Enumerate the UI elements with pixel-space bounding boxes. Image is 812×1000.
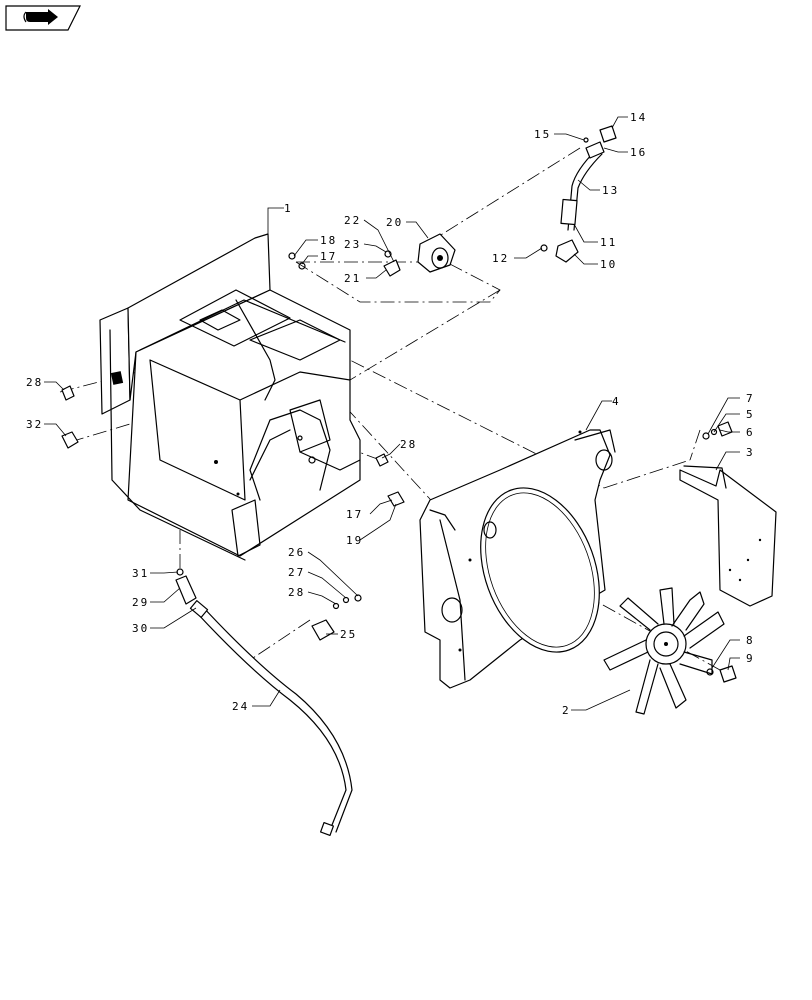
callout-17a: 17 bbox=[320, 250, 337, 263]
callout-2: 2 bbox=[562, 704, 571, 717]
callout-28c: 28 bbox=[400, 438, 417, 451]
callout-25: 25 bbox=[340, 628, 357, 641]
callout-20: 20 bbox=[386, 216, 403, 229]
callout-15: 15 bbox=[534, 128, 551, 141]
mounting-plate-part bbox=[679, 465, 777, 607]
callout-14: 14 bbox=[630, 111, 647, 124]
callout-labels: 1 2 3 4 5 6 7 8 9 10 11 12 13 14 15 16 1… bbox=[26, 111, 755, 717]
fan-shroud-part bbox=[419, 429, 616, 689]
callout-28b: 28 bbox=[26, 376, 43, 389]
seal-23-part bbox=[384, 250, 392, 258]
fastener-5-9-part bbox=[702, 421, 737, 683]
callout-27: 27 bbox=[288, 566, 305, 579]
callout-12: 12 bbox=[492, 252, 509, 265]
callout-3: 3 bbox=[746, 446, 755, 459]
frame-housing-part bbox=[99, 233, 361, 561]
callout-8: 8 bbox=[746, 634, 755, 647]
leader-lines bbox=[44, 116, 740, 711]
callout-32: 32 bbox=[26, 418, 43, 431]
callout-10: 10 bbox=[600, 258, 617, 271]
callout-31: 31 bbox=[132, 567, 149, 580]
callout-7: 7 bbox=[746, 392, 755, 405]
callout-29: 29 bbox=[132, 596, 149, 609]
hose-13-part bbox=[540, 125, 617, 263]
callout-23: 23 bbox=[344, 238, 361, 251]
callout-17b: 17 bbox=[346, 508, 363, 521]
callout-21: 21 bbox=[344, 272, 361, 285]
callout-9: 9 bbox=[746, 652, 755, 665]
bolts-26-28-part bbox=[332, 594, 362, 610]
pump-part bbox=[417, 233, 456, 273]
fitting-21-part bbox=[383, 259, 401, 277]
callout-6: 6 bbox=[746, 426, 755, 439]
washer-17-18-part bbox=[288, 252, 306, 270]
callout-16: 16 bbox=[630, 146, 647, 159]
callout-13: 13 bbox=[602, 184, 619, 197]
callout-19: 19 bbox=[346, 534, 363, 547]
callout-11: 11 bbox=[600, 236, 617, 249]
hose-24-part bbox=[175, 568, 353, 837]
callout-5: 5 bbox=[746, 408, 755, 421]
callout-18: 18 bbox=[320, 234, 337, 247]
fan-part bbox=[603, 587, 725, 715]
book-arrow-icon[interactable] bbox=[5, 5, 81, 31]
callout-28a: 28 bbox=[288, 586, 305, 599]
callout-1: 1 bbox=[284, 202, 293, 215]
callout-24: 24 bbox=[232, 700, 249, 713]
callout-4: 4 bbox=[612, 395, 621, 408]
clamp-25-part bbox=[311, 619, 335, 641]
callout-26: 26 bbox=[288, 546, 305, 559]
callout-30: 30 bbox=[132, 622, 149, 635]
callout-22: 22 bbox=[344, 214, 361, 227]
